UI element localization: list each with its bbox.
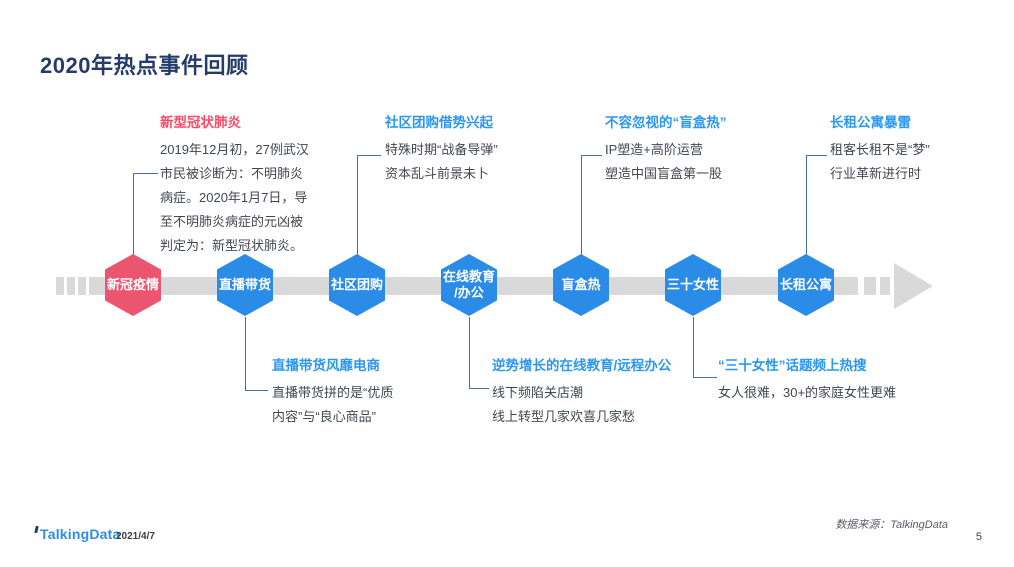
callout-body: 直播带货拼的是“优质 内容”与“良心商品” — [272, 385, 394, 424]
timeline-node-groupbuy: 社区团购 — [329, 254, 385, 316]
callout-body: 租客长租不是“梦” 行业革新进行时 — [830, 142, 930, 181]
connector-line — [469, 388, 489, 389]
connector-line — [133, 173, 134, 255]
connector-line — [581, 155, 582, 255]
talkingdata-logo-text: TalkingData — [40, 526, 121, 542]
callout-women30: “三十女性”话题频上热搜 女人很难，30+的家庭女性更难 — [718, 356, 958, 405]
timeline-dash — [67, 277, 75, 295]
talkingdata-logo: TalkingData — [34, 526, 121, 542]
page-number: 5 — [975, 531, 982, 543]
callout-covid: 新型冠状肺炎 2019年12月初，27例武汉 市民被诊断为：不明肺炎 病症。20… — [160, 113, 360, 258]
connector-line — [581, 155, 602, 156]
talkingdata-logo-mark — [34, 526, 39, 533]
callout-apartment: 长租公寓暴雷 租客长租不是“梦” 行业革新进行时 — [830, 113, 1010, 186]
callout-title: “三十女性”话题频上热搜 — [718, 358, 867, 373]
callout-body: 特殊时期“战备导弹” 资本乱斗前景未卜 — [385, 142, 498, 181]
timeline-dash — [78, 277, 86, 295]
callout-online-edu: 逆势增长的在线教育/远程办公 线下频陷关店潮 线上转型几家欢喜几家愁 — [492, 356, 732, 429]
callout-title: 长租公寓暴雷 — [830, 115, 911, 130]
connector-line — [133, 173, 158, 174]
connector-line — [806, 155, 807, 255]
callout-title: 新型冠状肺炎 — [160, 115, 241, 130]
connector-line — [469, 317, 470, 388]
footer-date: 2021/4/7 — [116, 531, 155, 542]
callout-body: 2019年12月初，27例武汉 市民被诊断为：不明肺炎 病症。2020年1月7日… — [160, 142, 309, 253]
callout-title: 社区团购借势兴起 — [385, 115, 493, 130]
timeline-node-apartment: 长租公寓 — [778, 254, 834, 316]
timeline-node-blindbox: 盲盒热 — [553, 254, 609, 316]
callout-body: IP塑造+高阶运营 塑造中国盲盒第一股 — [605, 142, 723, 181]
timeline-node-covid: 新冠疫情 — [105, 254, 161, 316]
page-title: 2020年热点事件回顾 — [40, 53, 249, 78]
timeline-dash — [880, 277, 890, 295]
timeline-node-livestream: 直播带货 — [217, 254, 273, 316]
callout-body: 线下频陷关店潮 线上转型几家欢喜几家愁 — [492, 385, 636, 424]
callout-livestream: 直播带货风靡电商 直播带货拼的是“优质 内容”与“良心商品” — [272, 356, 472, 429]
connector-line — [693, 377, 717, 378]
timeline-dash — [864, 277, 876, 295]
callout-title: 直播带货风靡电商 — [272, 358, 380, 373]
callout-groupbuy: 社区团购借势兴起 特殊时期“战备导弹” 资本乱斗前景未卜 — [385, 113, 595, 186]
connector-line — [245, 317, 246, 390]
timeline-node-online-edu: 在线教育 /办公 — [441, 254, 497, 316]
timeline-arrow-icon — [894, 263, 933, 309]
connector-line — [806, 155, 827, 156]
data-source-credit: 数据来源：TalkingData — [835, 519, 948, 531]
callout-title: 不容忽视的“盲盒热” — [605, 115, 727, 130]
connector-line — [245, 390, 268, 391]
connector-line — [693, 317, 694, 377]
callout-body: 女人很难，30+的家庭女性更难 — [718, 385, 897, 400]
timeline-dash — [56, 277, 64, 295]
callout-blindbox: 不容忽视的“盲盒热” IP塑造+高阶运营 塑造中国盲盒第一股 — [605, 113, 815, 186]
timeline-node-women30: 三十女性 — [665, 254, 721, 316]
callout-title: 逆势增长的在线教育/远程办公 — [492, 358, 672, 373]
connector-line — [357, 155, 381, 156]
connector-line — [357, 155, 358, 255]
